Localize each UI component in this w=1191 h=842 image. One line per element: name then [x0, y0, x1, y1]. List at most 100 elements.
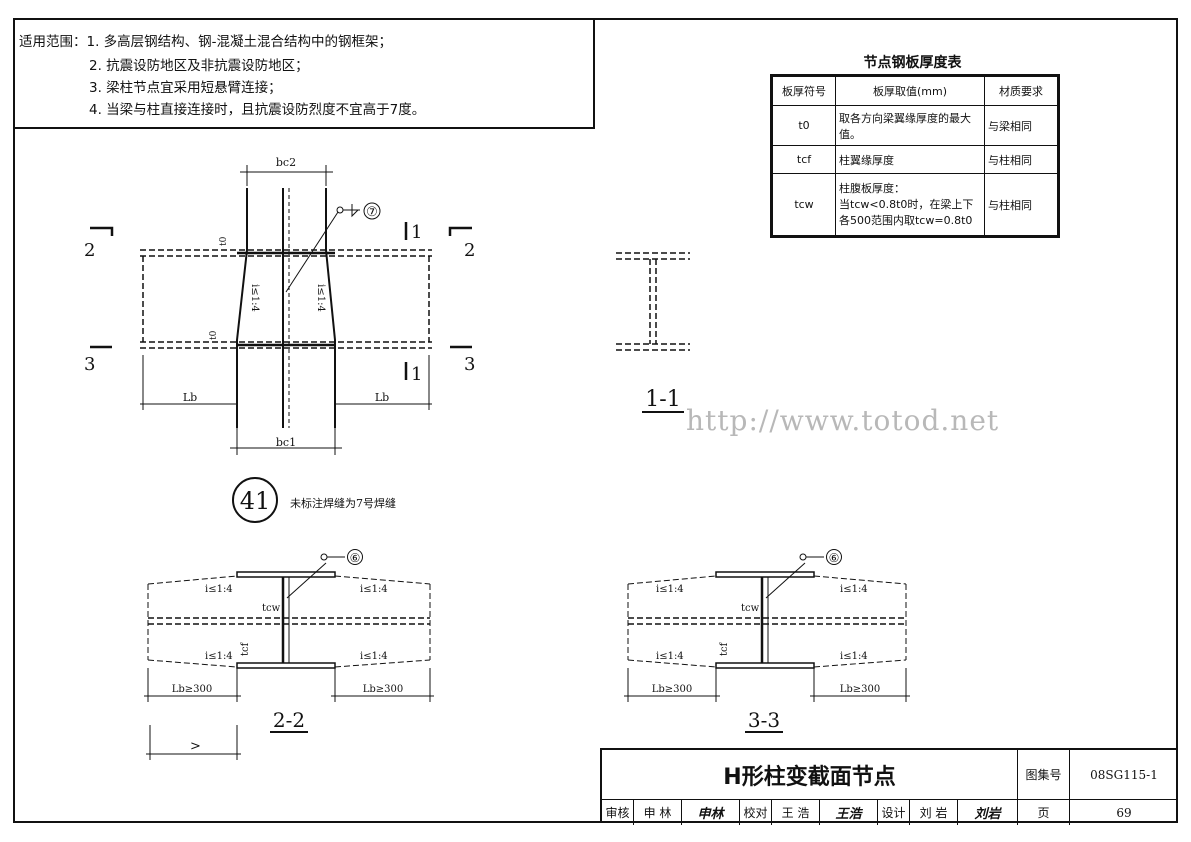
weld-leader-7 [285, 211, 339, 293]
s22-top-flange [236, 571, 336, 578]
page-label: 页 [1018, 800, 1070, 825]
s22-len-right: Lb≥300 [363, 684, 404, 695]
column-right-edge [325, 188, 336, 428]
scope-line-1: 适用范围：1. 多高层钢结构、钢-混凝土混合结构中的钢框架； [19, 34, 393, 50]
weld-leader-6 [286, 562, 327, 599]
cell-value: 柱翼缘厚度 [835, 145, 985, 174]
reviewer-label: 审核 [602, 800, 634, 825]
s22-slope-top-left [147, 575, 238, 585]
s22-slope-bottom-right [334, 659, 431, 668]
weld-circle-6 [826, 549, 842, 565]
drawing-frame [13, 18, 1178, 823]
cell-value-line: 柱腹板厚度： [839, 181, 905, 195]
page-number: 69 [1116, 805, 1132, 820]
s22-slope-br: i≤1:4 [360, 651, 388, 662]
table-row: tcf 柱翼缘厚度 与柱相同 [772, 145, 1058, 174]
slope-label-left: i≤1:4 [249, 284, 260, 312]
cell-symbol: tcf [772, 145, 836, 174]
s22-tcw: tcw [262, 603, 281, 614]
checker-signature: 王浩 [820, 800, 878, 825]
section-mark-2-right [448, 226, 472, 236]
s33-tcf: tcf [719, 641, 730, 656]
section-3-3-label: 3-3 [748, 708, 780, 732]
watermark-text: http://www.totod.net [686, 404, 1000, 437]
s22-slope-bottom-left [147, 659, 238, 668]
node-number-circle [232, 477, 278, 523]
s33-slope-top-left [627, 575, 717, 585]
designer-signature: 刘岩 [958, 800, 1018, 825]
s22-bottom-flange [236, 662, 336, 669]
s33-slope-bl: i≤1:4 [656, 651, 684, 662]
weld-leader-6 [765, 562, 806, 599]
misc-mark: > [190, 739, 201, 754]
s33-len-left: Lb≥300 [652, 684, 693, 695]
cell-value-line: 当tcw<0.8t0时，在梁上下 [839, 197, 974, 211]
weld-circle-7 [363, 202, 381, 220]
s22-slope-bl: i≤1:4 [205, 651, 233, 662]
cell-material: 与柱相同 [984, 173, 1058, 236]
section-label-2-left: 2 [84, 240, 95, 261]
weld-root-circle [799, 553, 807, 561]
dim-label-bc1: bc1 [276, 436, 296, 449]
s22-len-left: Lb≥300 [172, 684, 213, 695]
s33-slope-br: i≤1:4 [840, 651, 868, 662]
checker-name: 王 浩 [772, 800, 820, 825]
designer-name: 刘 岩 [910, 800, 958, 825]
section-label-1-top: 1 [411, 222, 422, 243]
t0-label-top: t0 [219, 236, 229, 246]
scope-notes-box: 适用范围：1. 多高层钢结构、钢-混凝土混合结构中的钢框架； 2. 抗震设防地区… [13, 18, 595, 129]
title-block: H形柱变截面节点 图集号 08SG115-1 审核 申 林 申林 校对 王 浩 … [600, 748, 1178, 825]
table-row: tcw 柱腹板厚度： 当tcw<0.8t0时，在梁上下 各500范围内取tcw=… [772, 173, 1058, 236]
s33-slope-tr: i≤1:4 [840, 584, 868, 595]
section-3-3-view [624, 549, 910, 733]
section-2-2-view [144, 549, 434, 733]
drawing-title: H形柱变截面节点 [602, 750, 1018, 800]
designer-label: 设计 [878, 800, 910, 825]
s33-slope-top-right [813, 575, 907, 585]
section-1-1-view [616, 252, 690, 351]
cell-symbol: tcw [772, 173, 836, 236]
s22-tcf: tcf [240, 641, 251, 656]
scope-line-3: 3. 梁柱节点宜采用短悬臂连接； [89, 80, 282, 96]
section-label-3-right: 3 [464, 354, 475, 375]
checker-label: 校对 [740, 800, 772, 825]
s33-slope-bottom-left [627, 659, 717, 668]
weld-circle-6 [347, 549, 363, 565]
section-2-2-label: 2-2 [273, 708, 305, 732]
cell-value: 柱腹板厚度： 当tcw<0.8t0时，在梁上下 各500范围内取tcw=0.8t… [835, 173, 985, 236]
s33-tcw: tcw [741, 603, 760, 614]
reviewer-signature: 申林 [682, 800, 740, 825]
s33-slope-tl: i≤1:4 [656, 584, 684, 595]
s22-slope-tr: i≤1:4 [360, 584, 388, 595]
node-number: 41 [240, 487, 271, 515]
s22-slope-tl: i≤1:4 [205, 584, 233, 595]
atlas-label: 图集号 [1018, 750, 1070, 800]
s33-bottom-flange [715, 662, 815, 669]
dim-label-lb-right: Lb [375, 391, 389, 404]
column-left-edge [236, 188, 248, 428]
s33-slope-bottom-right [813, 659, 907, 668]
dim-label-lb-left: Lb [183, 391, 197, 404]
section-label-1-bottom: 1 [411, 364, 422, 385]
atlas-number: 08SG115-1 [1070, 750, 1178, 800]
weld-ref-6: ⑥ [350, 551, 361, 565]
cell-value: 取各方向梁翼缘厚度的最大值。 [835, 105, 985, 146]
weld-root-circle [336, 206, 344, 214]
table-row: t0 取各方向梁翼缘厚度的最大值。 与梁相同 [772, 105, 1058, 146]
thickness-table-title: 节点钢板厚度表 [863, 55, 962, 71]
col-header-value: 板厚取值(mm) [835, 76, 985, 106]
scope-line-4: 4. 当梁与柱直接连接时，且抗震设防烈度不宜高于7度。 [89, 102, 426, 118]
section-label-3-left: 3 [84, 354, 95, 375]
slope-label-right: i≤1:4 [315, 284, 326, 312]
weld-root-circle [320, 553, 328, 561]
main-elevation-view [90, 165, 472, 523]
t0-label-bottom: t0 [209, 330, 219, 340]
section-mark-2-left [90, 226, 114, 236]
s33-len-right: Lb≥300 [840, 684, 881, 695]
reviewer-name: 申 林 [634, 800, 682, 825]
s33-top-flange [715, 571, 815, 578]
cell-material: 与柱相同 [984, 145, 1058, 174]
s22-slope-top-right [334, 575, 431, 585]
cell-material: 与梁相同 [984, 105, 1058, 146]
